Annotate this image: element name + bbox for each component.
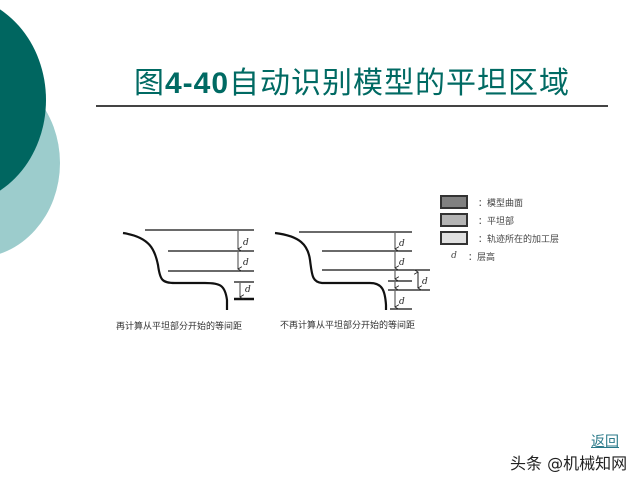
left-label-d2: d bbox=[243, 258, 249, 268]
right-caption: 不再计算从平坦部分开始的等间距 bbox=[280, 321, 416, 331]
left-label-d3: d bbox=[245, 285, 251, 295]
legend-symbol-d: d bbox=[451, 251, 457, 261]
legend-item-layer-height: d ：层高 bbox=[440, 247, 559, 265]
legend-item-machining-layer: ：轨迹所在的加工层 bbox=[440, 229, 559, 247]
left-diagram bbox=[122, 229, 254, 310]
slide-title: 图4-40自动识别模型的平坦区域 bbox=[96, 58, 608, 102]
legend-label: ：模型曲面 bbox=[478, 198, 524, 209]
title-divider bbox=[96, 105, 608, 107]
swatch-machining-layer bbox=[440, 231, 468, 245]
legend-label: ：轨迹所在的加工层 bbox=[478, 234, 560, 245]
right-label-d4: d bbox=[399, 297, 405, 307]
legend-item-model-surface: ：模型曲面 bbox=[440, 193, 559, 211]
title-text: 自动识别模型的平坦区域 bbox=[229, 66, 571, 101]
legend-item-flat-part: ：平坦部 bbox=[440, 211, 559, 229]
right-label-d1: d bbox=[399, 239, 405, 249]
left-caption: 再计算从平坦部分开始的等间距 bbox=[116, 322, 243, 332]
legend: ：模型曲面 ：平坦部 ：轨迹所在的加工层 d ：层高 bbox=[440, 193, 559, 265]
watermark: 头条 @机械知网 bbox=[510, 454, 628, 473]
title-prefix: 图 bbox=[133, 66, 165, 101]
legend-label: ：层高 bbox=[468, 252, 496, 263]
back-link[interactable]: 返回 bbox=[591, 434, 619, 450]
swatch-flat-part bbox=[440, 213, 468, 227]
legend-label: ：平坦部 bbox=[478, 216, 515, 227]
right-diagram bbox=[274, 231, 430, 310]
swatch-model-surface bbox=[440, 195, 468, 209]
right-label-d3: d bbox=[422, 277, 428, 287]
right-label-d2: d bbox=[399, 258, 405, 268]
left-label-d1: d bbox=[243, 238, 249, 248]
title-number: 4-40 bbox=[164, 67, 230, 100]
